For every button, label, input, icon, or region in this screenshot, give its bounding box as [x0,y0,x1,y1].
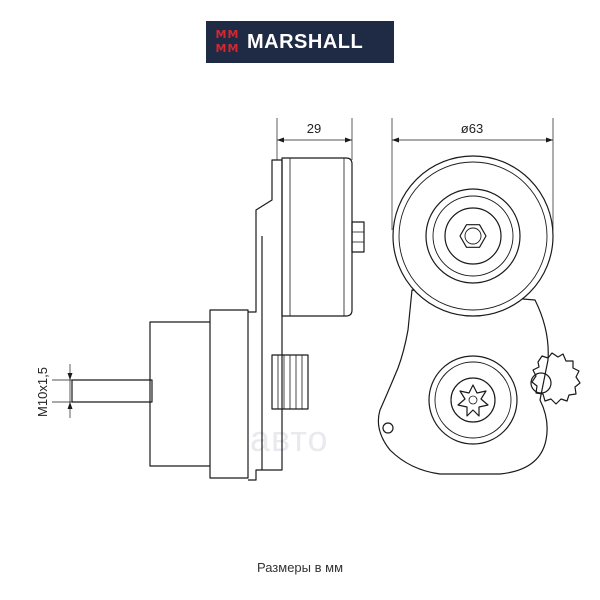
brand-mark-glyph: M [227,28,239,41]
pivot-hub [428,355,518,445]
pulley-outer [392,155,554,317]
hex-bolt-icon [459,224,487,248]
pulley-side [281,157,353,317]
brand-name: MARSHALL [247,30,364,53]
bolt-head-side [351,221,365,253]
brand-mark-glyph: M [215,28,227,41]
dim-thread-label: M10x1,5 [35,367,50,417]
adjuster-gear-icon [531,352,581,405]
arm-profile [248,159,283,481]
side-view [71,157,365,481]
brand-logo: M M M M MARSHALL [206,21,394,63]
front-view [377,155,581,475]
mounting-hole [382,422,394,434]
brand-mark-glyph: M [215,42,227,55]
tensioner-housing [149,309,249,479]
units-caption: Размеры в мм [256,560,344,575]
threaded-shaft [71,379,153,403]
arm-outline [377,289,549,475]
dim-diameter-label: ø63 [461,121,483,136]
watermark: авто [250,418,329,459]
torx-socket-icon [457,384,489,417]
brand-mark-glyph: M [227,42,239,55]
brand-mark-icon: M M M M [215,28,239,56]
dim-width-label: 29 [307,121,321,136]
